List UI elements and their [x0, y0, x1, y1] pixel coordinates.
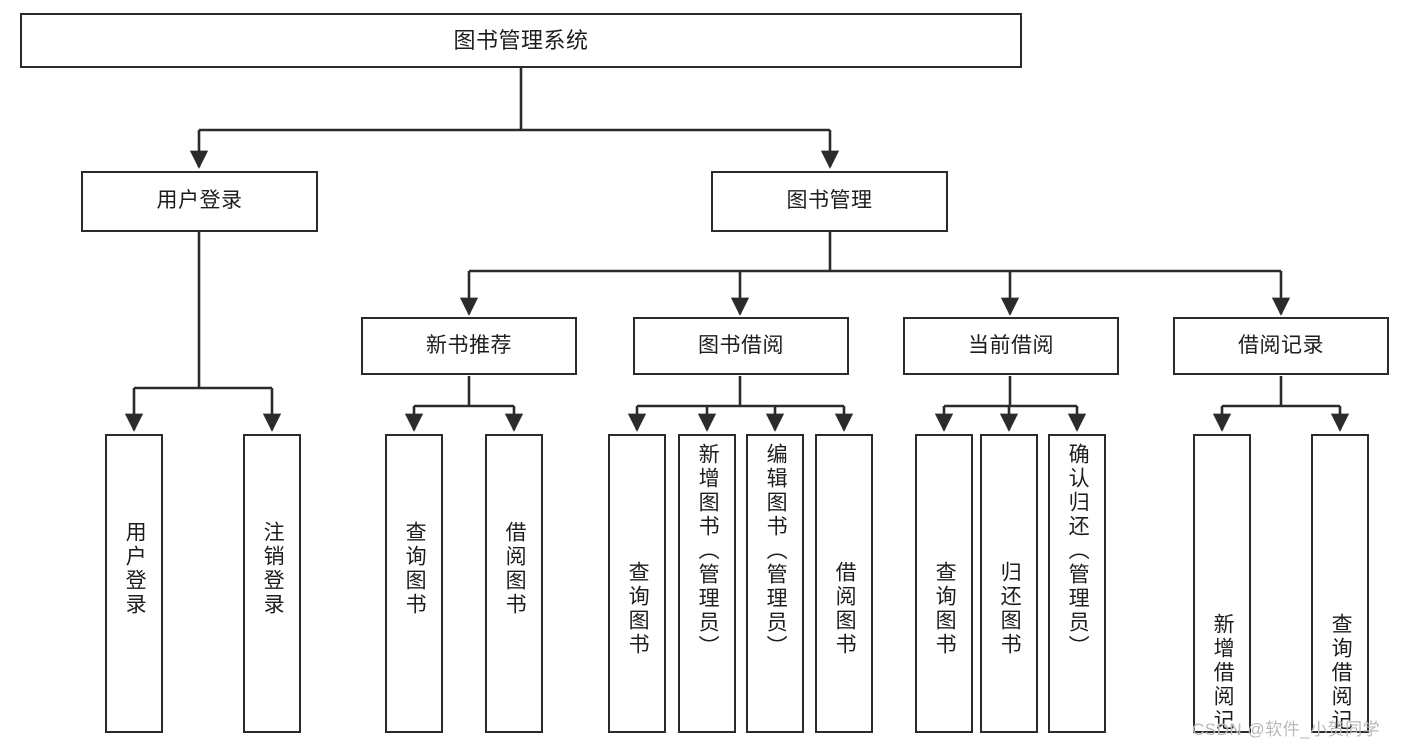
node-label: 注销登录 — [261, 521, 285, 617]
node-label: 借阅图书 — [503, 521, 527, 617]
node-label: 图书管理系统 — [453, 27, 589, 53]
node-book-borrow[interactable]: 图书借阅 — [633, 317, 849, 375]
leaf-book-borrow-edit[interactable]: 编辑图书（管理员） — [746, 434, 804, 733]
node-label: 查询借阅记录 — [1329, 613, 1353, 733]
node-user-login[interactable]: 用户登录 — [81, 171, 318, 232]
node-label: 确认归还（管理员） — [1066, 443, 1090, 659]
node-label: 借阅记录 — [1238, 333, 1324, 357]
leaf-current-borrow-return[interactable]: 归还图书 — [980, 434, 1038, 733]
leaf-new-book-borrow[interactable]: 借阅图书 — [485, 434, 543, 733]
leaf-book-borrow-add[interactable]: 新增图书（管理员） — [678, 434, 736, 733]
node-label: 编辑图书（管理员） — [764, 443, 788, 659]
node-label: 查询图书 — [626, 561, 650, 657]
leaf-user-login-login[interactable]: 用户登录 — [105, 434, 163, 733]
node-label: 当前借阅 — [968, 333, 1054, 357]
node-label: 新增图书（管理员） — [696, 443, 720, 659]
node-label: 新书推荐 — [426, 333, 512, 357]
watermark-text: CSDN @软件_小贺同学 — [1192, 720, 1381, 739]
node-label: 用户登录 — [123, 521, 147, 617]
node-root-system[interactable]: 图书管理系统 — [20, 13, 1022, 68]
node-new-book-recommend[interactable]: 新书推荐 — [361, 317, 577, 375]
node-label: 查询图书 — [403, 521, 427, 617]
leaf-current-borrow-confirm-return[interactable]: 确认归还（管理员） — [1048, 434, 1106, 733]
leaf-book-borrow-lend[interactable]: 借阅图书 — [815, 434, 873, 733]
leaf-book-borrow-query[interactable]: 查询图书 — [608, 434, 666, 733]
leaf-borrow-record-add[interactable]: 新增借阅记录 — [1193, 434, 1251, 733]
node-label: 归还图书 — [998, 561, 1022, 657]
node-label: 图书借阅 — [698, 333, 784, 357]
node-borrow-record[interactable]: 借阅记录 — [1173, 317, 1389, 375]
node-label: 查询图书 — [933, 561, 957, 657]
node-label: 用户登录 — [156, 189, 243, 213]
node-label: 新增借阅记录 — [1211, 613, 1235, 733]
leaf-new-book-query[interactable]: 查询图书 — [385, 434, 443, 733]
node-current-borrow[interactable]: 当前借阅 — [903, 317, 1119, 375]
node-label: 借阅图书 — [833, 561, 857, 657]
leaf-user-login-logout[interactable]: 注销登录 — [243, 434, 301, 733]
node-book-management[interactable]: 图书管理 — [711, 171, 948, 232]
node-label: 图书管理 — [786, 189, 873, 213]
leaf-current-borrow-query[interactable]: 查询图书 — [915, 434, 973, 733]
leaf-borrow-record-query[interactable]: 查询借阅记录 — [1311, 434, 1369, 733]
